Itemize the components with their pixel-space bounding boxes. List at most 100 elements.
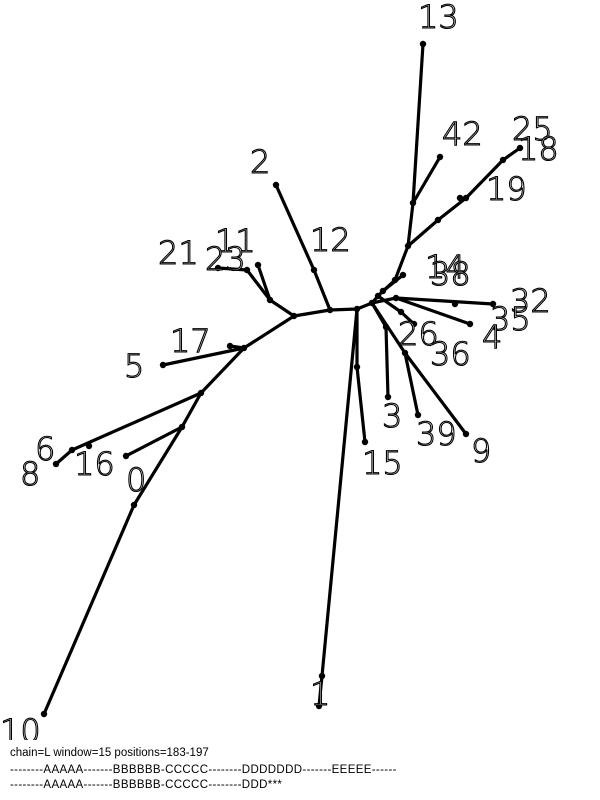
tree-node	[410, 320, 418, 328]
tree-edge	[403, 351, 468, 436]
leaf-label-9: 9	[471, 432, 491, 470]
tree-edge	[394, 296, 472, 326]
footer: chain=L window=15 positions=183-197 ----…	[10, 743, 590, 793]
sequence-line-2: --------AAAAA-------BBBBBB-CCCCC--------…	[10, 779, 283, 791]
tree-edge	[132, 425, 184, 507]
tree-edge	[411, 42, 425, 205]
tree-edge	[256, 263, 272, 302]
leaf-label-13: 13	[418, 0, 459, 36]
tree-edge	[161, 346, 246, 367]
sequence-line-1: --------AAAAA-------BBBBBB-CCCCC--------…	[10, 764, 397, 776]
leaf-label-16: 16	[74, 445, 115, 483]
tree-node	[436, 153, 444, 161]
tree-node	[214, 264, 222, 272]
tree-edge	[464, 158, 505, 200]
leaf-label-39: 39	[416, 415, 457, 453]
leaf-label-23: 23	[205, 240, 246, 278]
tree-edge	[54, 448, 74, 466]
leaf-label-1: 1	[310, 675, 330, 713]
leaf-label-35: 35	[490, 300, 531, 338]
leaf-label-11: 11	[215, 222, 256, 260]
tree-node	[326, 306, 334, 314]
tree-edge	[403, 351, 420, 417]
tree-edge	[406, 201, 415, 248]
tree-edge	[394, 296, 495, 306]
tree-node	[382, 323, 390, 331]
tree-node	[374, 292, 382, 300]
tree-node	[466, 320, 474, 328]
tree-node	[401, 349, 409, 357]
leaf-label-15: 15	[362, 444, 403, 482]
leaf-label-14: 14	[425, 248, 466, 286]
tree-node	[353, 305, 361, 313]
tree-node	[122, 452, 130, 460]
tree-edge	[312, 268, 332, 312]
window-info: chain=L window=15 positions=183-197	[10, 747, 209, 759]
tree-edge	[320, 307, 359, 678]
tree-node	[451, 300, 459, 308]
tree-edge	[376, 294, 403, 314]
tree-node	[240, 344, 248, 352]
leaf-label-38: 38	[430, 255, 471, 293]
tree-node	[414, 411, 422, 419]
leaf-label-5: 5	[124, 347, 144, 385]
tree-node	[318, 672, 326, 680]
tree-node	[434, 216, 442, 224]
tree-node	[85, 442, 93, 450]
leaf-label-0: 0	[126, 461, 146, 499]
tree-node	[392, 294, 400, 302]
tree-edge	[245, 268, 272, 302]
tree-node	[68, 446, 76, 454]
tree-node	[130, 501, 138, 509]
tree-edge	[436, 196, 468, 222]
tree-node	[315, 702, 323, 710]
tree-edge	[199, 346, 246, 395]
tree-node	[379, 287, 387, 295]
tree-edge	[328, 307, 359, 312]
tree-node	[361, 438, 369, 446]
leaf-label-2: 2	[250, 143, 270, 181]
tree-edge	[242, 314, 296, 350]
tree-node	[353, 363, 361, 371]
leaf-label-32: 32	[510, 282, 551, 320]
tree-edge	[384, 325, 390, 399]
tree-node	[266, 296, 274, 304]
tree-node	[456, 194, 464, 202]
leaf-label-10: 10	[0, 712, 41, 740]
tree-edge	[180, 391, 203, 429]
tree-edge	[411, 155, 442, 205]
tree-node	[254, 261, 262, 269]
leaf-label-8: 8	[20, 455, 40, 493]
tree-edge	[355, 365, 367, 444]
leaf-label-18: 18	[518, 130, 559, 168]
tree-edge	[406, 218, 440, 248]
tree-node	[40, 710, 48, 718]
tree-node	[516, 144, 524, 152]
tree-node	[404, 242, 412, 250]
tree-edge	[501, 146, 522, 162]
tree-node	[243, 266, 251, 274]
tree-node	[290, 312, 298, 320]
tree-edge	[381, 273, 405, 293]
tree-node	[197, 389, 205, 397]
tree-edge	[216, 266, 249, 272]
tree-node	[462, 430, 470, 438]
tree-edge	[70, 391, 203, 452]
tree-edge	[317, 674, 324, 708]
tree-node	[397, 308, 405, 316]
tree-edge	[274, 183, 316, 272]
leaf-label-6: 6	[35, 430, 55, 468]
tree-node	[409, 199, 417, 207]
tree-edge	[42, 503, 136, 716]
tree-node	[178, 423, 186, 431]
leaf-label-12: 12	[310, 221, 351, 259]
tree-node	[462, 194, 470, 202]
tree-node	[310, 266, 318, 274]
tree-node	[489, 300, 497, 308]
leaf-label-25: 25	[512, 110, 553, 148]
tree-node	[52, 460, 60, 468]
tree-node	[159, 361, 167, 369]
tree-edge	[292, 308, 332, 318]
